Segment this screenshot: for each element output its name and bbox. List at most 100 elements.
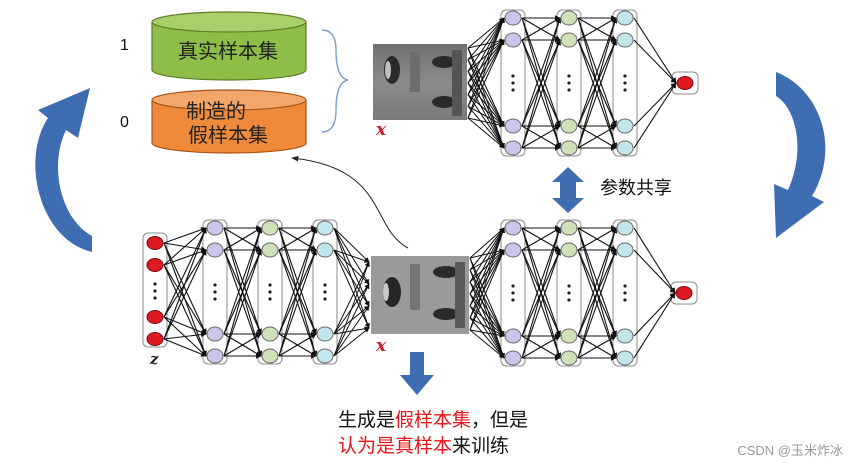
d-top-input-edge <box>467 117 505 149</box>
d-top-input-edge <box>467 106 505 149</box>
d-bot-input-edge <box>469 317 505 359</box>
g-layer3-node <box>316 348 334 364</box>
z-input-node <box>146 332 164 346</box>
generated-sample-flow-arrow <box>291 155 409 249</box>
d-bot-layer2-ellipsis-dot <box>567 298 571 302</box>
d-bot-out-edge <box>633 249 676 294</box>
d-top-input-edge <box>467 17 505 72</box>
caption-line2-post: 来训练 <box>452 435 510 457</box>
d-bot-layer3-node <box>616 242 634 258</box>
d-bot-edge <box>577 227 617 251</box>
d-bot-layer3-ellipsis-dot <box>623 284 627 288</box>
g-output-edge <box>333 305 370 357</box>
g-edge <box>278 333 317 357</box>
d-bot-input-edge <box>469 249 505 331</box>
d-bot-out-edge <box>633 227 676 294</box>
g-layer1-ellipsis-dot <box>213 297 217 301</box>
g-input-edge <box>163 227 207 244</box>
caption-line-1: 生成是假样本集，但是 <box>338 409 528 432</box>
d-bot-input-edge <box>469 249 505 319</box>
d-top-edge <box>521 17 561 41</box>
g-output-edge <box>333 261 370 357</box>
caption-line1-red: 假样本集 <box>395 409 472 431</box>
down-arrow <box>400 352 434 395</box>
d-bot-input-edge <box>469 248 505 259</box>
d-bot-layer2-ellipsis-dot <box>567 284 571 288</box>
caption-line2-red: 认为是真样本 <box>338 435 453 457</box>
g-edge <box>223 227 262 251</box>
g-output-edge <box>333 283 370 357</box>
z-symbol: z <box>150 350 159 368</box>
d-bot-edge <box>521 227 561 337</box>
d-top-edge <box>577 39 617 149</box>
g-layer3-node <box>316 220 334 236</box>
d-top-layer1-node <box>504 10 522 26</box>
g-layer2-node <box>261 242 279 258</box>
d-bot-output-node <box>675 286 693 300</box>
g-layer1-node <box>206 220 224 236</box>
watermark: CSDN @玉米炸冰 <box>737 443 843 458</box>
d-bot-input-edge <box>469 317 505 337</box>
g-edge <box>223 227 263 357</box>
d-bot-edge <box>521 227 562 359</box>
g-output-edge <box>333 261 370 335</box>
discriminator-network-bottom <box>469 219 698 367</box>
g-edge <box>278 227 317 335</box>
d-bot-input-edge <box>469 269 505 359</box>
d-bot-layer1-ellipsis-dot <box>511 298 515 302</box>
d-bot-layer1-node <box>504 350 522 366</box>
d-top-edge <box>521 17 561 127</box>
d-bot-input-edge <box>469 227 505 319</box>
g-input-edge <box>163 264 207 335</box>
d-top-layer3-node <box>616 118 634 134</box>
d-top-layer2-node <box>560 10 578 26</box>
param-share-arrow <box>552 167 584 213</box>
d-top-input-edge <box>467 59 505 127</box>
z-input-ellipsis-dot <box>153 282 157 286</box>
d-top-layer2-ellipsis-dot <box>567 88 571 92</box>
d-top-out-edge <box>633 82 677 127</box>
g-layer1-ellipsis-dot <box>213 283 217 287</box>
right-curved-arrow <box>774 72 826 238</box>
d-top-input-edge <box>467 82 505 127</box>
g-input-edge <box>163 227 207 318</box>
d-bot-input-edge <box>469 281 505 337</box>
d-bot-layer3-ellipsis-dot <box>623 298 627 302</box>
d-bot-layer1-node <box>504 220 522 236</box>
d-bot-input-edge <box>469 227 505 295</box>
g-edge <box>223 249 262 357</box>
fake-sample-cylinder <box>151 89 307 154</box>
d-bot-input-edge <box>469 305 505 359</box>
face-image-top <box>373 44 467 120</box>
x-symbol-bottom: x <box>376 336 387 356</box>
face-image-bottom <box>371 256 469 334</box>
d-bot-input-edge <box>469 281 505 359</box>
d-top-out-edge <box>633 82 677 149</box>
d-bot-input-edge <box>469 257 505 359</box>
d-bot-input-edge <box>469 293 505 337</box>
d-top-layer1-ellipsis-dot <box>511 74 515 78</box>
caption-line-2: 认为是真样本来训练 <box>338 435 510 458</box>
d-top-layer1-ellipsis-dot <box>511 81 515 85</box>
g-layer1-node <box>206 242 224 258</box>
d-top-output-node <box>676 76 694 90</box>
d-top-input-edge <box>467 17 505 84</box>
g-edge <box>223 333 262 357</box>
generator-network <box>142 219 370 365</box>
d-bot-edge <box>521 335 561 359</box>
z-input-ellipsis-dot <box>153 296 157 300</box>
d-bot-input-edge <box>469 293 505 359</box>
d-top-layer3-ellipsis-dot <box>623 81 627 85</box>
d-top-layer3-node <box>616 140 634 156</box>
g-layer2-ellipsis-dot <box>268 283 272 287</box>
d-top-layer2-node <box>560 140 578 156</box>
d-bot-layer3-ellipsis-dot <box>623 291 627 295</box>
g-input-edge <box>163 338 207 357</box>
g-layer1-node <box>206 348 224 364</box>
g-layer2-node <box>261 348 279 364</box>
d-top-layer2-node <box>560 118 578 134</box>
d-top-layer2-ellipsis-dot <box>567 74 571 78</box>
d-top-input-edge <box>467 94 505 149</box>
d-bot-input-edge <box>469 329 505 338</box>
d-bot-edge <box>577 227 617 337</box>
